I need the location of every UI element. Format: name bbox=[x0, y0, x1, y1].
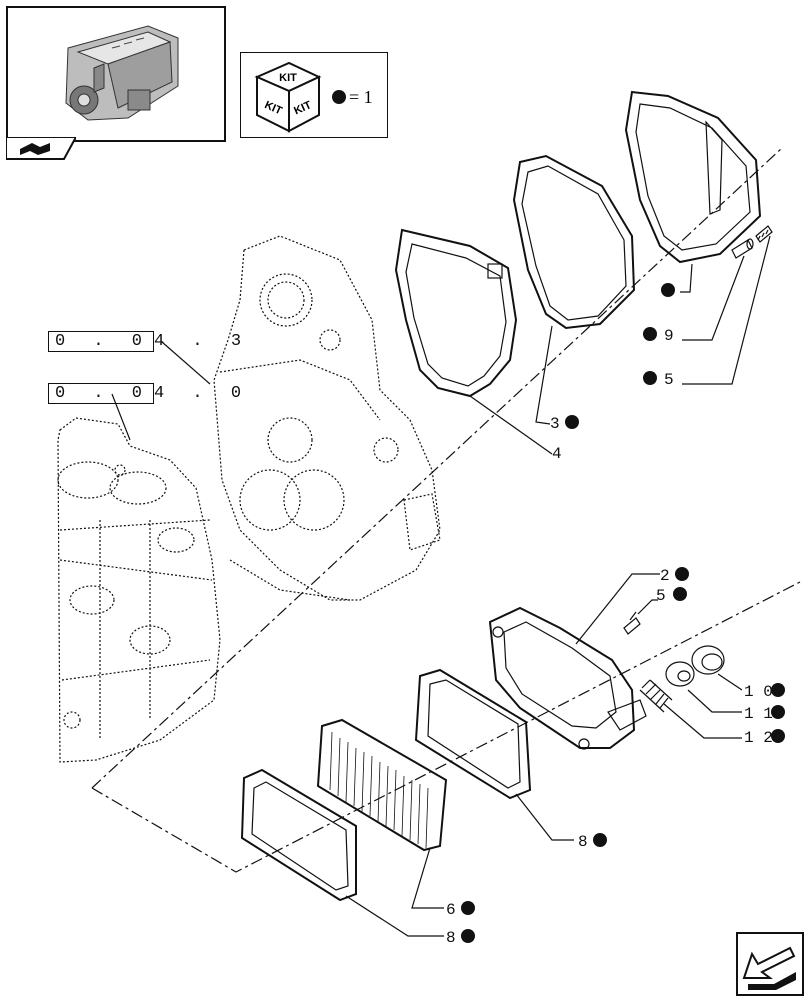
assembly-axis-upper bbox=[91, 147, 783, 789]
kit-dot-icon bbox=[593, 833, 607, 847]
callout-9-number: 9 bbox=[664, 327, 674, 345]
callout-5-number: 5 bbox=[664, 371, 674, 389]
leader-5-upper bbox=[682, 235, 771, 385]
kit-equals-text: = 1 bbox=[349, 87, 373, 107]
gasket-8-upper-inner bbox=[427, 679, 521, 789]
callout-12: 1 2 bbox=[744, 729, 785, 747]
callout-11: 1 1 bbox=[744, 705, 785, 723]
kit-dot-icon bbox=[643, 327, 657, 341]
plug bbox=[691, 645, 725, 675]
gasket-4-window bbox=[487, 263, 503, 279]
callout-6-number: 6 bbox=[446, 901, 456, 919]
cooler-spigot bbox=[607, 699, 647, 731]
cooler-housing bbox=[488, 606, 636, 749]
callout-10: 1 0 bbox=[744, 683, 785, 701]
callout-11-number: 1 1 bbox=[744, 705, 773, 723]
housing-screw bbox=[623, 611, 641, 635]
gasket-3-inner bbox=[521, 165, 627, 321]
engine-thumbnail[interactable] bbox=[6, 6, 226, 142]
callout-6: 6 bbox=[446, 901, 475, 919]
filter-pleats bbox=[329, 731, 429, 849]
callout-5: 5 bbox=[643, 371, 674, 389]
callout-10-number: 1 0 bbox=[744, 683, 773, 701]
callout-3: 3 bbox=[550, 415, 579, 433]
callout-5-lower: 5 bbox=[656, 587, 687, 605]
assembly-axis bbox=[91, 581, 801, 873]
callout-12-number: 1 2 bbox=[744, 729, 773, 747]
callout-8-upper: 8 bbox=[578, 833, 607, 851]
reference-label-rest: 4 . 0 bbox=[154, 384, 251, 403]
leader-5-lower bbox=[637, 599, 658, 615]
engine-icon bbox=[65, 25, 179, 121]
kit-dot-icon bbox=[771, 683, 785, 697]
kit-dot-icon bbox=[332, 90, 346, 104]
kit-dot-icon bbox=[673, 587, 687, 601]
upper-cover-rib bbox=[705, 120, 723, 215]
callout-5-lower-number: 5 bbox=[656, 587, 666, 605]
callout-9: 9 bbox=[643, 327, 674, 345]
reference-label-boxed: 0 . 0 bbox=[48, 331, 155, 352]
dowel-pin bbox=[731, 238, 754, 259]
leader-cover bbox=[680, 263, 693, 293]
kit-dot-icon bbox=[771, 729, 785, 743]
section-tab[interactable] bbox=[5, 136, 78, 161]
valve-spring bbox=[639, 679, 673, 713]
leader-2 bbox=[575, 573, 660, 645]
valve-disc bbox=[665, 661, 695, 687]
timing-cover bbox=[213, 235, 441, 601]
leader-9 bbox=[682, 255, 745, 341]
gasket-4 bbox=[394, 228, 518, 398]
callout-4-number: 4 bbox=[552, 445, 562, 463]
filter-core bbox=[316, 718, 448, 852]
leader-12 bbox=[663, 703, 742, 739]
callout-3-number: 3 bbox=[550, 415, 560, 433]
next-page-button[interactable] bbox=[736, 932, 804, 996]
kit-cube-icon bbox=[254, 61, 322, 133]
arrow-icon bbox=[742, 946, 796, 990]
kit-dot-icon bbox=[461, 929, 475, 943]
kit-dot-icon bbox=[771, 705, 785, 719]
kit-dot-icon bbox=[661, 283, 675, 297]
leader-8-lower bbox=[345, 895, 444, 937]
kit-dot-icon bbox=[461, 901, 475, 915]
kit-dot-icon bbox=[643, 371, 657, 385]
gasket-4-inner bbox=[405, 243, 507, 387]
upper-cover-inner bbox=[635, 103, 751, 251]
callout-2: 2 bbox=[660, 567, 689, 585]
leader-8-upper bbox=[515, 793, 574, 841]
leader-11 bbox=[687, 689, 742, 713]
cooler-housing-inner bbox=[503, 621, 617, 729]
upper-cover bbox=[624, 90, 762, 264]
reference-label-boxed: 0 . 0 bbox=[48, 383, 155, 404]
callout-8-lower-number: 8 bbox=[446, 929, 456, 947]
callout-8-upper-number: 8 bbox=[578, 833, 588, 851]
callout-4: 4 bbox=[552, 445, 562, 463]
small-screw bbox=[755, 225, 773, 243]
reference-label-rest: 4 . 3 bbox=[154, 332, 251, 351]
kit-dot-icon bbox=[675, 567, 689, 581]
leader-3 bbox=[535, 325, 553, 425]
engine-block bbox=[57, 417, 221, 763]
callout-8-lower: 8 bbox=[446, 929, 475, 947]
book-icon bbox=[20, 143, 50, 155]
leader-6 bbox=[411, 847, 444, 909]
leader-4 bbox=[469, 395, 553, 455]
callout-2-number: 2 bbox=[660, 567, 670, 585]
gasket-8-lower-inner bbox=[251, 781, 349, 891]
kit-word-top: KIT bbox=[279, 72, 297, 84]
kit-legend: KIT KIT KIT = 1 bbox=[240, 52, 388, 138]
leader-10 bbox=[717, 673, 743, 691]
gasket-8-upper bbox=[414, 668, 532, 800]
gasket-3 bbox=[512, 154, 636, 330]
gasket-8-lower bbox=[240, 768, 357, 902]
kit-dot-icon bbox=[565, 415, 579, 429]
